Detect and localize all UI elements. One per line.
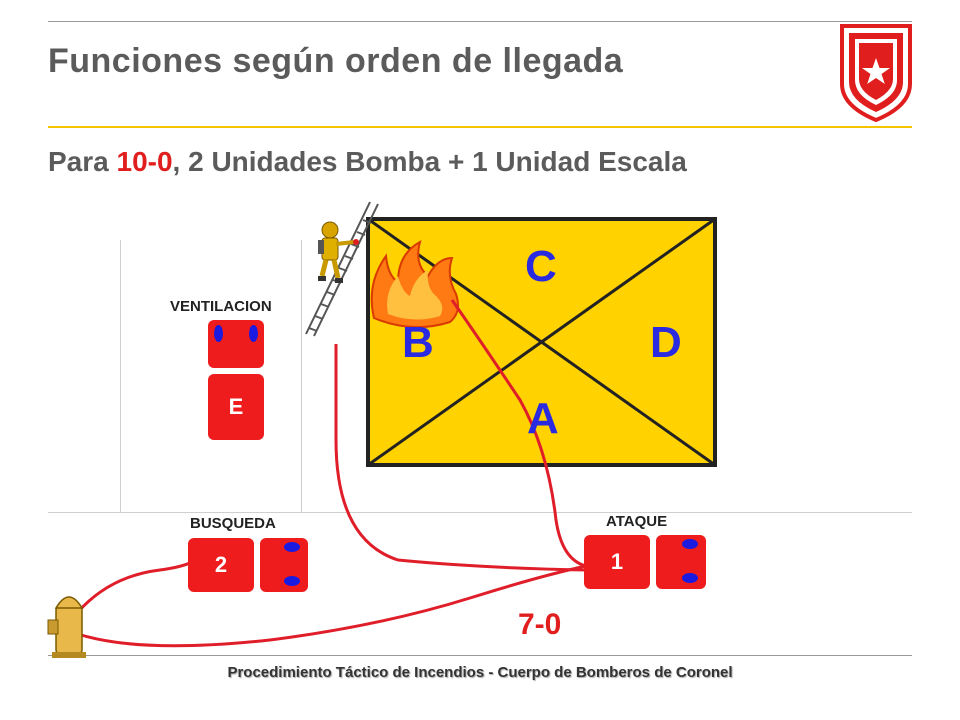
role-label-search: BUSQUEDA (190, 515, 276, 532)
building (366, 217, 717, 467)
light-icon (284, 576, 300, 586)
bomberos-logo (840, 24, 912, 122)
light-icon (682, 539, 698, 549)
side-label-a: A (527, 394, 559, 443)
light-icon (249, 325, 258, 342)
pump-1-body: 1 (584, 535, 650, 589)
star-icon (862, 58, 890, 84)
light-icon (284, 542, 300, 552)
page-title: Funciones según orden de llegada (48, 42, 624, 80)
footer-text: Procedimiento Táctico de Incendios - Cue… (227, 664, 733, 681)
light-icon (682, 573, 698, 583)
hose-lines (76, 299, 587, 648)
pump-2-body: 2 (188, 538, 254, 592)
ladder-truck-label: E (228, 394, 244, 419)
subtitle-suffix: , 2 Unidades Bomba + 1 Unidad Escala (172, 146, 687, 177)
ladder-truck-cab (208, 320, 264, 368)
footer-divider (48, 655, 912, 656)
pump-1-label: 1 (610, 549, 624, 574)
role-label-attack: ATAQUE (606, 513, 668, 530)
title-underline (48, 126, 912, 128)
role-label-ventilation: VENTILACION (170, 298, 272, 315)
street-line-bottom (48, 512, 912, 513)
hydrant-icon (47, 596, 86, 658)
pump-2-cab (260, 538, 308, 592)
subtitle-prefix: Para (48, 146, 117, 177)
pump-2-label: 2 (214, 552, 228, 577)
side-label-d: D (650, 318, 682, 367)
street-line-mid (301, 240, 302, 512)
subtitle-code: 10-0 (116, 146, 173, 177)
fire-icon (370, 239, 459, 329)
street-line-left (120, 240, 121, 512)
side-label-c: C (525, 242, 557, 291)
firefighter-icon (318, 221, 359, 283)
top-divider (48, 21, 912, 22)
side-label-b: B (402, 318, 434, 367)
radio-code: 7-0 (518, 608, 562, 641)
pump-1-cab (656, 535, 706, 589)
ladder-truck-body: E (208, 374, 264, 440)
page-subtitle: Para 10-0, 2 Unidades Bomba + 1 Unidad E… (48, 146, 687, 178)
light-icon (214, 325, 223, 342)
